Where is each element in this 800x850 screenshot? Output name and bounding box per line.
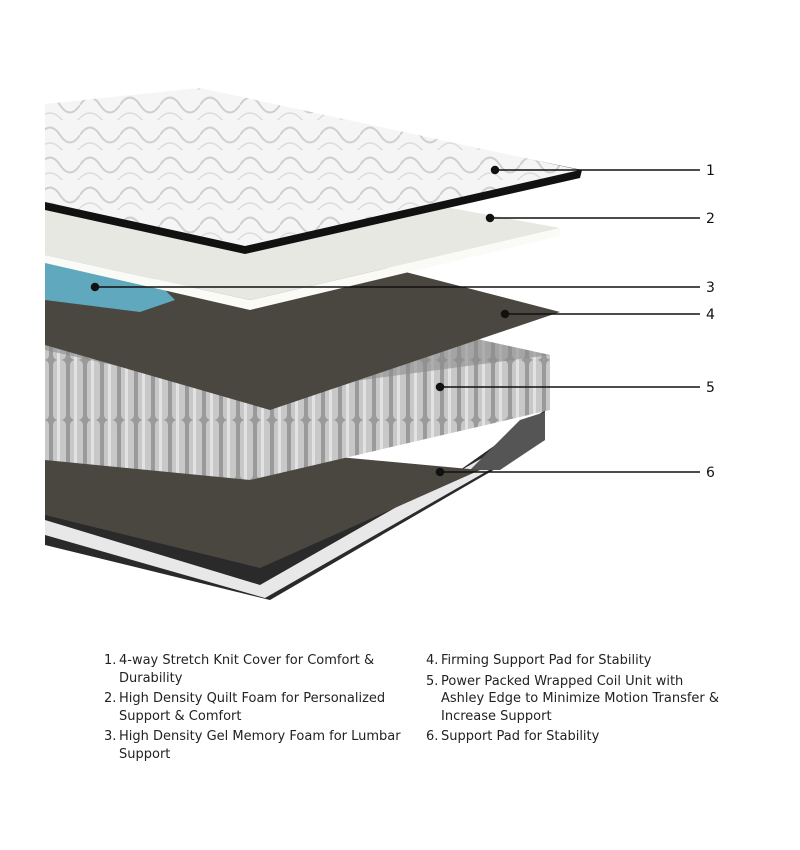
legend-item-4: 4.Firming Support Pad for Stability bbox=[426, 652, 726, 670]
callout-label-5: 5 bbox=[706, 380, 715, 396]
legend-number: 3. bbox=[104, 729, 117, 744]
layer-1-knit-cover bbox=[45, 88, 582, 254]
legend-text: Power Packed Wrapped Coil Unit with Ashl… bbox=[441, 673, 720, 724]
mattress-layers-diagram: 1 2 3 4 5 6 bbox=[45, 88, 715, 600]
legend-item-5: 5.Power Packed Wrapped Coil Unit with As… bbox=[426, 673, 726, 726]
legend-item-1: 1.4-way Stretch Knit Cover for Comfort &… bbox=[104, 652, 414, 687]
legend-text: Support Pad for Stability bbox=[441, 729, 600, 744]
legend-number: 4. bbox=[426, 653, 439, 668]
legend-text: Firming Support Pad for Stability bbox=[441, 653, 652, 668]
callout-label-1: 1 bbox=[706, 163, 715, 179]
legend-number: 2. bbox=[104, 691, 117, 706]
legend-text: High Density Gel Memory Foam for Lumbar … bbox=[119, 729, 401, 762]
callout-label-6: 6 bbox=[706, 465, 715, 481]
legend-number: 1. bbox=[104, 653, 117, 668]
callout-label-4: 4 bbox=[706, 307, 715, 323]
callout-label-3: 3 bbox=[706, 280, 715, 296]
legend-column-2: 4.Firming Support Pad for Stability 5.Po… bbox=[426, 652, 726, 749]
legend-item-2: 2.High Density Quilt Foam for Personaliz… bbox=[104, 690, 414, 725]
legend-number: 6. bbox=[426, 729, 439, 744]
legend-item-3: 3.High Density Gel Memory Foam for Lumba… bbox=[104, 728, 414, 763]
legend-column-1: 1.4-way Stretch Knit Cover for Comfort &… bbox=[104, 652, 414, 766]
layer-4-firming-pad bbox=[45, 268, 560, 410]
callout-label-2: 2 bbox=[706, 211, 715, 227]
legend-text: High Density Quilt Foam for Personalized… bbox=[119, 691, 386, 724]
legend-text: 4-way Stretch Knit Cover for Comfort & D… bbox=[119, 653, 375, 686]
legend-item-6: 6.Support Pad for Stability bbox=[426, 728, 726, 746]
legend-number: 5. bbox=[426, 673, 439, 689]
